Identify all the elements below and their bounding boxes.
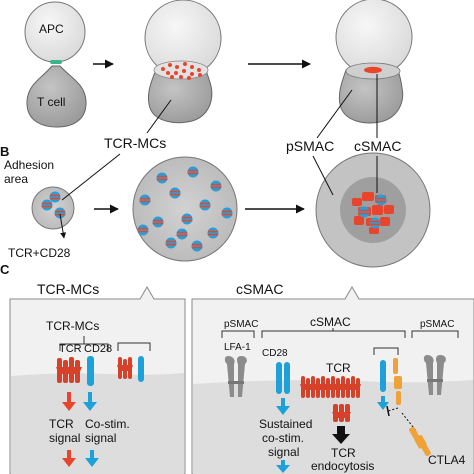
- psmac-left-label: pSMAC: [224, 319, 258, 330]
- adhesion-area-label-2: area: [4, 172, 28, 186]
- apc-label: APC: [39, 22, 64, 36]
- microcluster-small-3: [49, 191, 61, 203]
- panel-c-left-title: TCR-MCs: [37, 281, 99, 297]
- ctla4-membrane: [393, 358, 402, 405]
- t-cell-1: T cell: [26, 65, 87, 128]
- panel-label-b: B: [0, 144, 9, 159]
- pointer-psmac-up: [316, 89, 353, 139]
- contact-point: [50, 60, 62, 64]
- bracket-psmac-right: [411, 330, 459, 338]
- membrane-left: [11, 373, 184, 474]
- costim-label-1: Co-stim.: [85, 417, 130, 431]
- panel-c-left: TCR-MCs TCR-MCs TCR CD28 TCR s: [9, 281, 186, 474]
- pointer-tcr-mcs-to-b: [61, 153, 121, 201]
- ctla4-vesicle: [409, 427, 431, 456]
- costim-signal-arrow-2: [85, 450, 99, 467]
- panel-c-right-title: cSMAC: [236, 281, 283, 297]
- adhesion-area-small: [31, 186, 75, 230]
- tcr-cd28-label: TCR+CD28: [8, 246, 71, 260]
- panel-label-c: C: [0, 262, 10, 277]
- sustained-label-3: signal: [268, 445, 299, 459]
- cd28-right-2: [284, 362, 290, 394]
- microcluster-small-1: [41, 199, 53, 211]
- lfa1-molecule-left: [224, 356, 247, 397]
- costim-signal-arrow-1: [83, 392, 97, 411]
- psmac-right-label: pSMAC: [420, 319, 454, 330]
- panel-c-left-subtitle: TCR-MCs: [46, 319, 99, 333]
- sustained-label-1: Sustained: [259, 417, 312, 431]
- panel-c-right: cSMAC pSMAC cSMAC pSMAC LFA-1 CD28 TCR S…: [191, 281, 474, 474]
- t-cell-label: T cell: [37, 95, 65, 109]
- tcr-cluster-right: [300, 376, 361, 398]
- tcr-complex-small: [117, 357, 133, 379]
- cd28-left: [87, 356, 94, 386]
- tcr-signal-label-2: signal: [49, 431, 80, 445]
- row-a: APC T cell: [24, 0, 413, 128]
- endocytosis-label-2: endocytosis: [311, 459, 374, 473]
- bracket-left: [59, 336, 109, 351]
- cd28-label-left: CD28: [84, 343, 112, 355]
- tcr-signal-arrow-2: [62, 450, 76, 467]
- tcr-complex-left: [56, 357, 82, 383]
- bracket-ctla4: [373, 347, 399, 355]
- inhibition-bar: [386, 405, 390, 417]
- pointer-tcr-cd28: [59, 213, 67, 239]
- row-b: B Adhesion area TCR-MCs TCR+CD28: [0, 74, 431, 268]
- inhibition-line: [387, 407, 399, 412]
- sustained-label-2: co-stim.: [262, 431, 304, 445]
- lfa1-molecule-right: [423, 355, 446, 395]
- bracket-psmac-left: [221, 330, 255, 338]
- cd28-small: [138, 356, 144, 382]
- cd28-right-label: CD28: [262, 348, 288, 359]
- t-cell-3: [338, 69, 404, 124]
- cd28-csmac-edge: [380, 360, 386, 392]
- ctla4-label: CTLA4: [428, 453, 466, 467]
- csmac-spot-3: [364, 66, 382, 74]
- bracket-small: [117, 342, 151, 351]
- tcr-signal-arrow-1: [62, 392, 76, 411]
- tcr-mcs-label: TCR-MCs: [104, 135, 166, 151]
- adhesion-area-large: [132, 156, 238, 262]
- lfa1-label: LFA-1: [224, 342, 251, 353]
- tcr-label-left: TCR: [59, 343, 82, 355]
- sustained-arrow-1: [276, 398, 290, 415]
- tcr-internalized: [332, 404, 351, 422]
- csmac-label: cSMAC: [354, 138, 401, 154]
- cd28-right-1: [276, 362, 282, 394]
- tcr-right-label: TCR: [326, 361, 351, 375]
- endocytosis-arrow: [332, 426, 350, 444]
- adhesion-area-label-1: Adhesion: [4, 158, 54, 172]
- microclusters-a2: [161, 62, 202, 80]
- costim-label-2: signal: [85, 431, 116, 445]
- apc-cell-1: APC: [24, 1, 86, 63]
- pointer-tcr-mcs-to-a: [146, 99, 172, 134]
- endocytosis-label-1: TCR: [331, 446, 356, 460]
- psmac-label: pSMAC: [286, 138, 334, 154]
- tcr-signal-label-1: TCR: [49, 417, 74, 431]
- bracket-csmac: [261, 328, 406, 338]
- csmac-bracket-label: cSMAC: [310, 315, 351, 329]
- sustained-arrow-2: [276, 460, 290, 473]
- pointer-psmac-down: [312, 155, 334, 196]
- membrane-right: [193, 380, 473, 474]
- cd28-csmac-arrow: [377, 396, 389, 410]
